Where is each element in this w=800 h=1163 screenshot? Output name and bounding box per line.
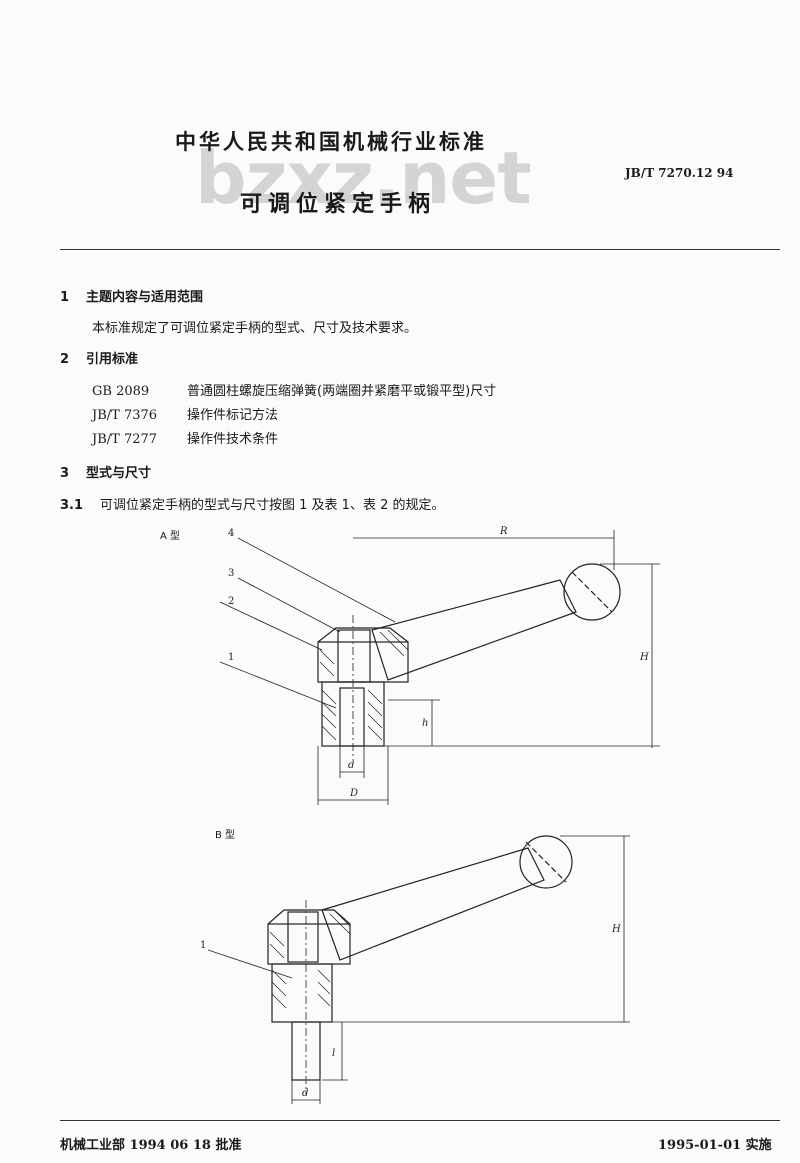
- dim-H: H: [639, 652, 649, 663]
- section-number: 3: [60, 466, 70, 481]
- clause-text: 可调位紧定手柄的型式与尺寸按图 1 及表 1、表 2 的规定。: [100, 498, 445, 513]
- figure-a-drawing: 4 3 2 1 R H h d D: [219, 526, 660, 805]
- figure-b-type-label: B 型: [215, 830, 236, 841]
- figure-a-type-label: A 型: [160, 531, 181, 542]
- issuing-organization: 中华人民共和国机械行业标准: [175, 130, 487, 154]
- callout-3: 3: [228, 568, 234, 579]
- document-title: 可调位紧定手柄: [240, 192, 437, 217]
- implementation-date: 1995-01-01 实施: [658, 1138, 772, 1153]
- callout-1: 1: [200, 940, 206, 951]
- dim-h: h: [422, 718, 428, 729]
- reference-text: 操作件技术条件: [187, 432, 279, 447]
- callout-1: 1: [228, 652, 234, 663]
- ball-knob: [563, 563, 621, 621]
- reference-code: GB 2089: [92, 384, 150, 399]
- figure-b-drawing: 1 H l d: [200, 835, 630, 1104]
- dim-l: l: [332, 1048, 335, 1059]
- clause-number: 3.1: [60, 498, 84, 513]
- section-number: 2: [60, 352, 70, 367]
- section-title: 引用标准: [86, 352, 139, 367]
- handle-arm: [371, 579, 577, 681]
- section-2-heading: 2 引用标准: [60, 348, 138, 367]
- section-number: 1: [60, 290, 70, 305]
- handle-hub: [267, 923, 351, 965]
- section-title: 主题内容与适用范围: [86, 290, 204, 305]
- reference-code: JB/T 7277: [92, 432, 158, 447]
- reference-row: GB 2089 普通圆柱螺旋压缩弹簧(两端圈并紧磨平或锻平型)尺寸: [92, 380, 496, 399]
- section-1-heading: 1 主题内容与适用范围: [60, 286, 203, 305]
- dim-d: d: [302, 1088, 308, 1099]
- dim-H: H: [611, 924, 621, 935]
- dim-D: D: [349, 788, 358, 799]
- screw-head: [287, 911, 319, 963]
- reference-code: JB/T 7376: [92, 408, 158, 423]
- clause-3-1: 3.1 可调位紧定手柄的型式与尺寸按图 1 及表 1、表 2 的规定。: [60, 494, 444, 513]
- reference-text: 操作件标记方法: [187, 408, 279, 423]
- callout-2: 2: [228, 596, 234, 607]
- section-title: 型式与尺寸: [86, 466, 152, 481]
- watermark: bzxz.net: [195, 136, 532, 220]
- section-3-heading: 3 型式与尺寸: [60, 462, 151, 481]
- approval-date: 机械工业部 1994 06 18 批准: [60, 1138, 242, 1153]
- header-divider: [60, 249, 780, 250]
- reference-row: JB/T 7376 操作件标记方法: [92, 404, 278, 423]
- reference-text: 普通圆柱螺旋压缩弹簧(两端圈并紧磨平或锻平型)尺寸: [187, 384, 497, 399]
- handle-arm: [321, 847, 545, 961]
- dim-d: d: [348, 760, 354, 771]
- dim-R: R: [499, 526, 508, 537]
- footer-divider: [60, 1120, 780, 1121]
- handle-hub: [317, 641, 409, 683]
- section-1-text: 本标准规定了可调位紧定手柄的型式、尺寸及技术要求。: [92, 321, 418, 336]
- ball-knob: [519, 835, 573, 889]
- screw-body: [271, 963, 333, 1023]
- screw-head: [337, 629, 371, 683]
- reference-row: JB/T 7277 操作件技术条件: [92, 428, 278, 447]
- callout-4: 4: [228, 528, 234, 539]
- standard-number: JB/T 7270.12 94: [625, 166, 734, 180]
